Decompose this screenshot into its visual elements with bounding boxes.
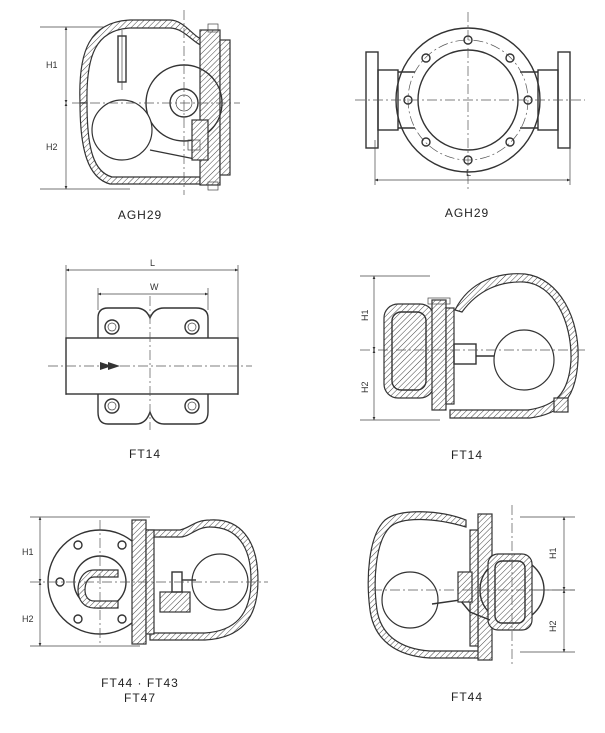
ft44-section-drawing: H1 H2 [367,505,575,665]
agh29-front-drawing: L [355,12,585,190]
agh29-section-drawing: H1 H2 [40,10,240,195]
ft14-top-drawing: L W [48,258,252,430]
ft14-section-drawing: H1 H2 [360,273,585,421]
ft14-h1-label: H1 [360,309,370,321]
ft44-h1-label: H1 [22,547,34,557]
caption-agh29-front: AGH29 [444,206,490,220]
agh29-h2-label: H2 [46,142,58,152]
caption-ft44: FT44 [450,690,483,704]
ft14-l-label: L [150,258,155,268]
caption-ft14-top: FT14 [128,447,161,461]
ft14-w-label: W [150,282,159,292]
caption-ft44-ft43: FT44 · FT43 [101,676,179,690]
ft44-h2-label: H2 [22,614,34,624]
ft44b-h1-label: H1 [548,547,558,559]
agh29-h1-label: H1 [46,60,58,70]
agh29-front-l-label: L [466,168,471,178]
ft44-ft43-section-drawing: H1 H2 [22,516,268,647]
caption-ft47: FT47 [123,691,156,705]
caption-ft14-section: FT14 [450,448,483,462]
caption-agh29-section: AGH29 [117,208,163,222]
ft44b-h2-label: H2 [548,620,558,632]
ft14-h2-label: H2 [360,381,370,393]
